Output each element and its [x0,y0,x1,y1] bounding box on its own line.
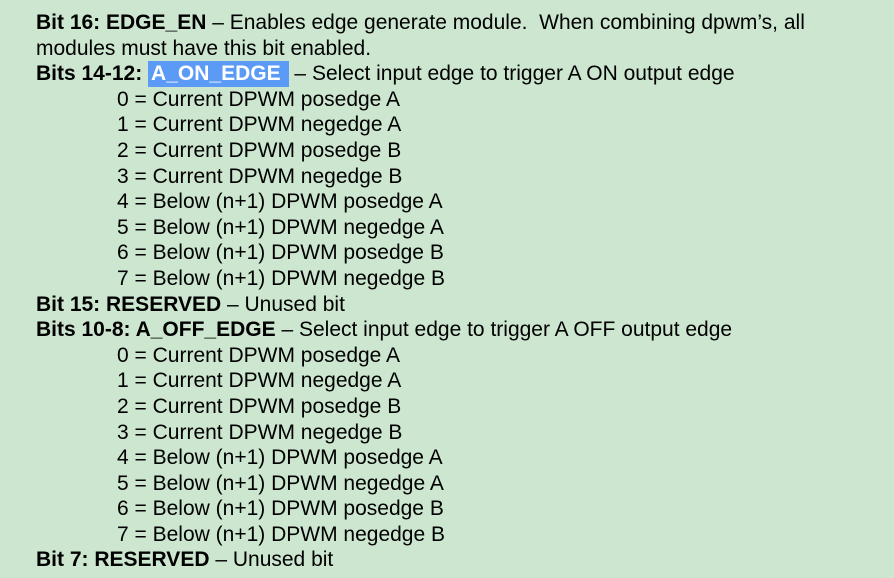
bit7-description: – Unused bit [209,548,334,572]
a-on-edge-option-0: 0 = Current DPWM posedge A [117,87,401,111]
bits10-8-description: – Select input edge to trigger A OFF out… [275,318,733,342]
a-off-edge-option-5: 5 = Below (n+1) DPWM negedge A [117,471,444,495]
bit7-label: Bit 7: RESERVED [36,548,210,572]
a-off-edge-option-0: 0 = Current DPWM posedge A [117,343,401,367]
a-off-edge-option-2: 2 = Current DPWM posedge B [117,394,402,418]
bit16-description-continued: modules must have this bit enabled. [36,36,372,60]
bits14-12-description: – Select input edge to trigger A ON outp… [288,62,735,86]
a-off-edge-option-1: 1 = Current DPWM negedge A [117,369,402,393]
bit16-label: Bit 16: EDGE_EN [36,11,207,34]
a-on-edge-option-6: 6 = Below (n+1) DPWM posedge B [117,241,444,265]
a-off-edge-option-6: 6 = Below (n+1) DPWM posedge B [117,497,444,521]
a-off-edge-option-4: 4 = Below (n+1) DPWM posedge A [117,446,443,470]
a-on-edge-option-1: 1 = Current DPWM negedge A [117,113,402,137]
bits14-12-definition-line: Bits 14-12: A_ON_EDGE – Select input edg… [36,61,894,88]
a-on-edge-option-4: 4 = Below (n+1) DPWM posedge A [117,190,443,214]
a-on-edge-option-7: 7 = Below (n+1) DPWM negedge B [117,266,446,290]
bit15-definition-line: Bit 15: RESERVED – Unused bit [36,292,894,318]
a-off-edge-option-3: 3 = Current DPWM negedge B [117,420,403,444]
bits10-8-definition-line: Bits 10-8: A_OFF_EDGE – Select input edg… [36,317,894,343]
bit16-definition-line: Bit 16: EDGE_EN – Enables edge generate … [36,10,894,36]
bit7-definition-line: Bit 7: RESERVED – Unused bit [36,547,894,573]
bits10-8-label: Bits 10-8: A_OFF_EDGE [36,318,276,342]
a-on-edge-option-2: 2 = Current DPWM posedge B [117,138,402,162]
highlighted-term: A_ON_EDGE [148,61,289,88]
bit16-description: – Enables edge generate module. When com… [206,11,805,34]
a-off-edge-option-7: 7 = Below (n+1) DPWM negedge B [117,522,446,546]
bit15-description: – Unused bit [221,292,345,316]
a-on-edge-option-3: 3 = Current DPWM negedge B [117,164,403,188]
bit15-label: Bit 15: RESERVED [36,292,222,316]
bits14-12-label: Bits 14-12: [36,62,149,86]
a-on-edge-option-5: 5 = Below (n+1) DPWM negedge A [117,215,444,239]
